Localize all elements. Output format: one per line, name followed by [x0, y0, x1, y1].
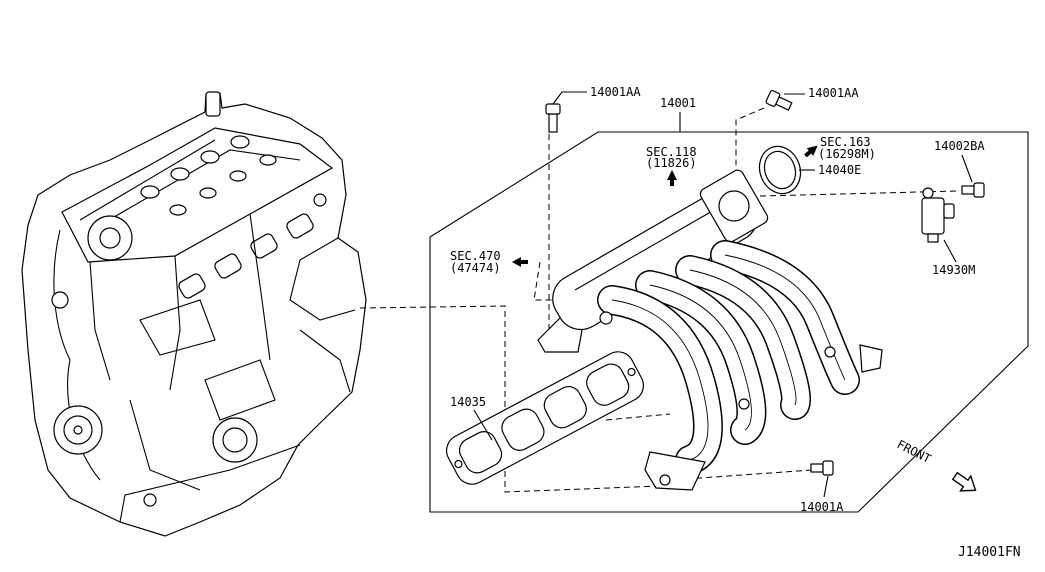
intake-manifold[interactable]: [537, 168, 883, 491]
gasket-port: [543, 386, 587, 429]
callout-14035[interactable]: 14035: [450, 395, 486, 409]
callout-leader: [552, 91, 587, 105]
throttle-gasket[interactable]: [753, 141, 807, 200]
throttle-bore: [718, 190, 750, 222]
upper-pulley-hub: [99, 227, 121, 249]
engine-cam-ridge: [94, 149, 301, 229]
assembly-frame: [429, 131, 1029, 513]
bolt-head: [545, 103, 561, 115]
engine-detail-line: [89, 261, 111, 381]
engine-cam-ridge: [79, 139, 216, 221]
callout-leader: [473, 409, 493, 441]
sec118-arrow-icon: [667, 170, 677, 186]
crank-pulley-center: [73, 425, 83, 435]
sensor-tip: [927, 233, 939, 243]
bolt-14002ba[interactable]: [961, 182, 985, 198]
section-ref-sec470-part[interactable]: (47474): [450, 261, 501, 275]
engine-detail-line: [249, 213, 271, 361]
sensor-mount: [922, 187, 934, 199]
bolt-14001a[interactable]: [810, 460, 834, 476]
engine-detail-line: [139, 299, 216, 356]
figure-id: J14001FN: [958, 545, 1021, 560]
bolt-14001aa-left[interactable]: [545, 103, 561, 133]
bolt-14001a-leader: [671, 469, 813, 481]
engine-detail-line: [289, 237, 356, 321]
engine-to-gasket-leader: [359, 305, 661, 493]
gasket-bolt-hole: [627, 367, 636, 377]
spark-plug-hole: [200, 150, 220, 164]
engine-small-boss: [51, 291, 69, 309]
cam-cover-boss: [259, 154, 277, 166]
bolt-shank: [810, 463, 824, 473]
callout-leader: [961, 154, 973, 183]
sensor-body: [921, 197, 945, 235]
cam-cover-boss: [199, 187, 217, 199]
runner-rib: [724, 254, 846, 381]
section-ref-sec163[interactable]: SEC.163: [820, 135, 871, 149]
intake-port: [250, 233, 278, 259]
sensor-14930m[interactable]: [921, 187, 955, 243]
callout-14001a[interactable]: 14001A: [800, 500, 844, 514]
cam-cover-boss: [229, 170, 247, 182]
bolt-shank: [961, 185, 975, 195]
section-ref-sec163-part[interactable]: (16298M): [818, 147, 876, 161]
flange-bolt-hole: [659, 474, 671, 486]
runner-rib: [649, 284, 752, 431]
front-arrow-icon: [951, 471, 977, 492]
bolt-head: [765, 90, 781, 107]
engine-top-pipe: [205, 91, 221, 117]
callout-14002ba[interactable]: 14002BA: [934, 139, 985, 153]
gasket-bolt-hole: [454, 459, 463, 469]
engine-assembly: [21, 91, 367, 537]
callout-leader: [823, 475, 829, 498]
throttle-gasket-inner: [763, 150, 797, 190]
engine-detail-line: [204, 359, 276, 421]
sec163-arrow-icon: [804, 145, 818, 158]
runner-rib: [689, 269, 797, 406]
callout-14001aa-right[interactable]: 14001AA: [808, 86, 859, 100]
flange-bolt-hole: [824, 346, 836, 358]
callout-14001[interactable]: 14001: [660, 96, 696, 110]
runner-rib: [611, 299, 709, 461]
intake-port: [214, 253, 242, 279]
engine-detail-line: [129, 399, 201, 491]
spark-plug-hole: [230, 135, 250, 149]
bolt-14001aa-right[interactable]: [765, 90, 793, 113]
flange-bolt-hole: [599, 311, 613, 325]
engine-detail-line: [119, 444, 301, 523]
bolt-head: [973, 182, 985, 198]
flange-bolt-hole: [738, 398, 750, 410]
cam-cover-boss: [169, 204, 187, 216]
intake-port: [286, 213, 314, 239]
callout-leader: [943, 239, 957, 263]
sec470-leader: [533, 261, 556, 301]
callout-14001aa-left[interactable]: 14001AA: [590, 85, 641, 99]
engine-detail-line: [169, 255, 181, 391]
engine-detail-line: [299, 329, 351, 393]
manifold-side-tab: [859, 344, 883, 373]
engine-small-boss: [313, 193, 327, 207]
section-ref-sec470[interactable]: SEC.470: [450, 249, 501, 263]
spark-plug-hole: [140, 185, 160, 199]
engine-small-boss: [143, 493, 157, 507]
manifold-gasket[interactable]: [441, 346, 649, 490]
gasket-port: [458, 431, 503, 474]
section-ref-sec118-part[interactable]: (11826): [646, 156, 697, 170]
sec470-arrow-icon: [512, 257, 528, 267]
engine-boss-inner: [222, 427, 248, 453]
bolt-shank: [548, 113, 558, 133]
plenum-rib: [574, 197, 736, 291]
intake-port: [178, 273, 206, 299]
gasket-to-manifold-leader: [605, 413, 671, 421]
spark-plug-hole: [170, 167, 190, 181]
gasket-port: [501, 408, 545, 451]
callout-14040e[interactable]: 14040E: [818, 163, 861, 177]
section-ref-sec118[interactable]: SEC.118: [646, 145, 697, 159]
sensor-connector: [943, 203, 955, 219]
front-direction-label: FRONT: [895, 437, 934, 466]
gasket-port: [586, 363, 630, 406]
bolt-head: [822, 460, 834, 476]
callout-14930m[interactable]: 14930M: [932, 263, 975, 277]
